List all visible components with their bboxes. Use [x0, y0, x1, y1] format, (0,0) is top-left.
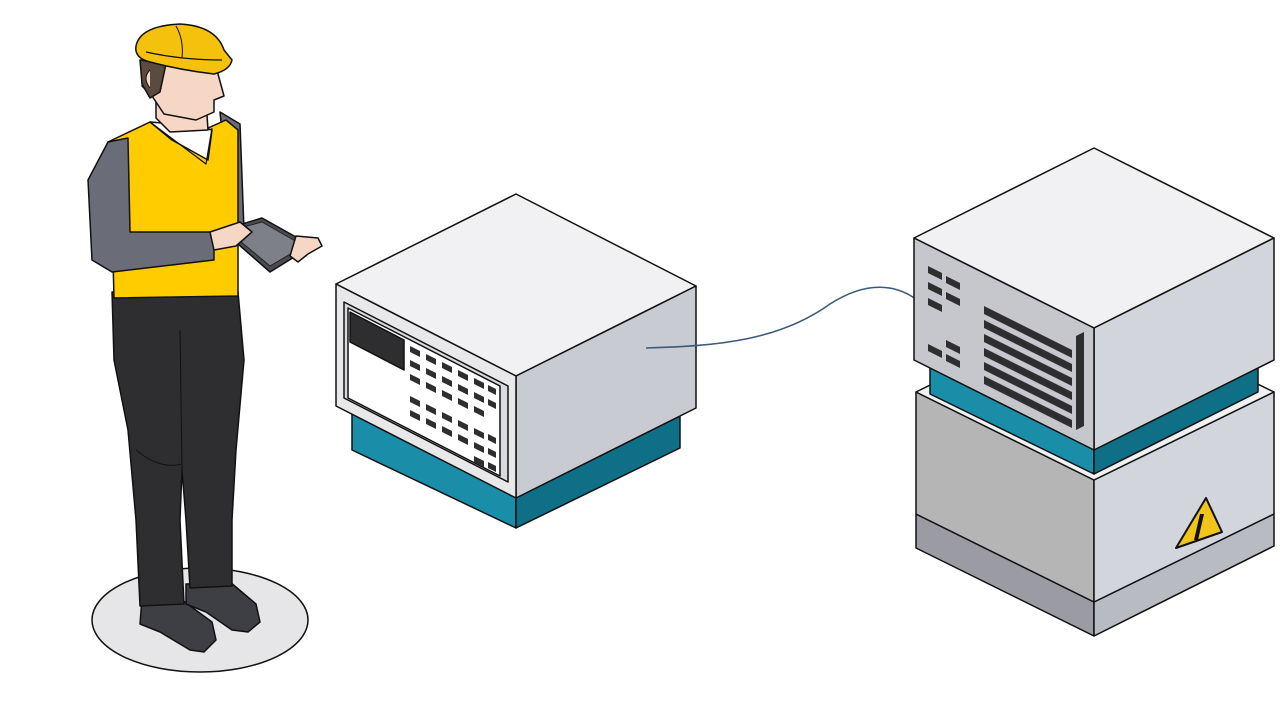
keypad	[410, 346, 496, 472]
left-hand	[290, 236, 322, 262]
vent-slots	[928, 266, 1084, 430]
right-sleeve	[88, 138, 214, 272]
right-shoe	[186, 582, 260, 632]
left-shoe	[140, 598, 216, 652]
power-cabinet	[914, 148, 1274, 636]
connection-cable-icon	[646, 287, 938, 348]
right-hand	[210, 222, 252, 250]
control-unit	[336, 194, 696, 528]
display-screen	[350, 312, 404, 370]
hard-hat-icon	[136, 24, 232, 74]
warning-triangle-icon	[1176, 498, 1222, 548]
field-worker	[88, 24, 322, 672]
trousers	[112, 292, 244, 606]
